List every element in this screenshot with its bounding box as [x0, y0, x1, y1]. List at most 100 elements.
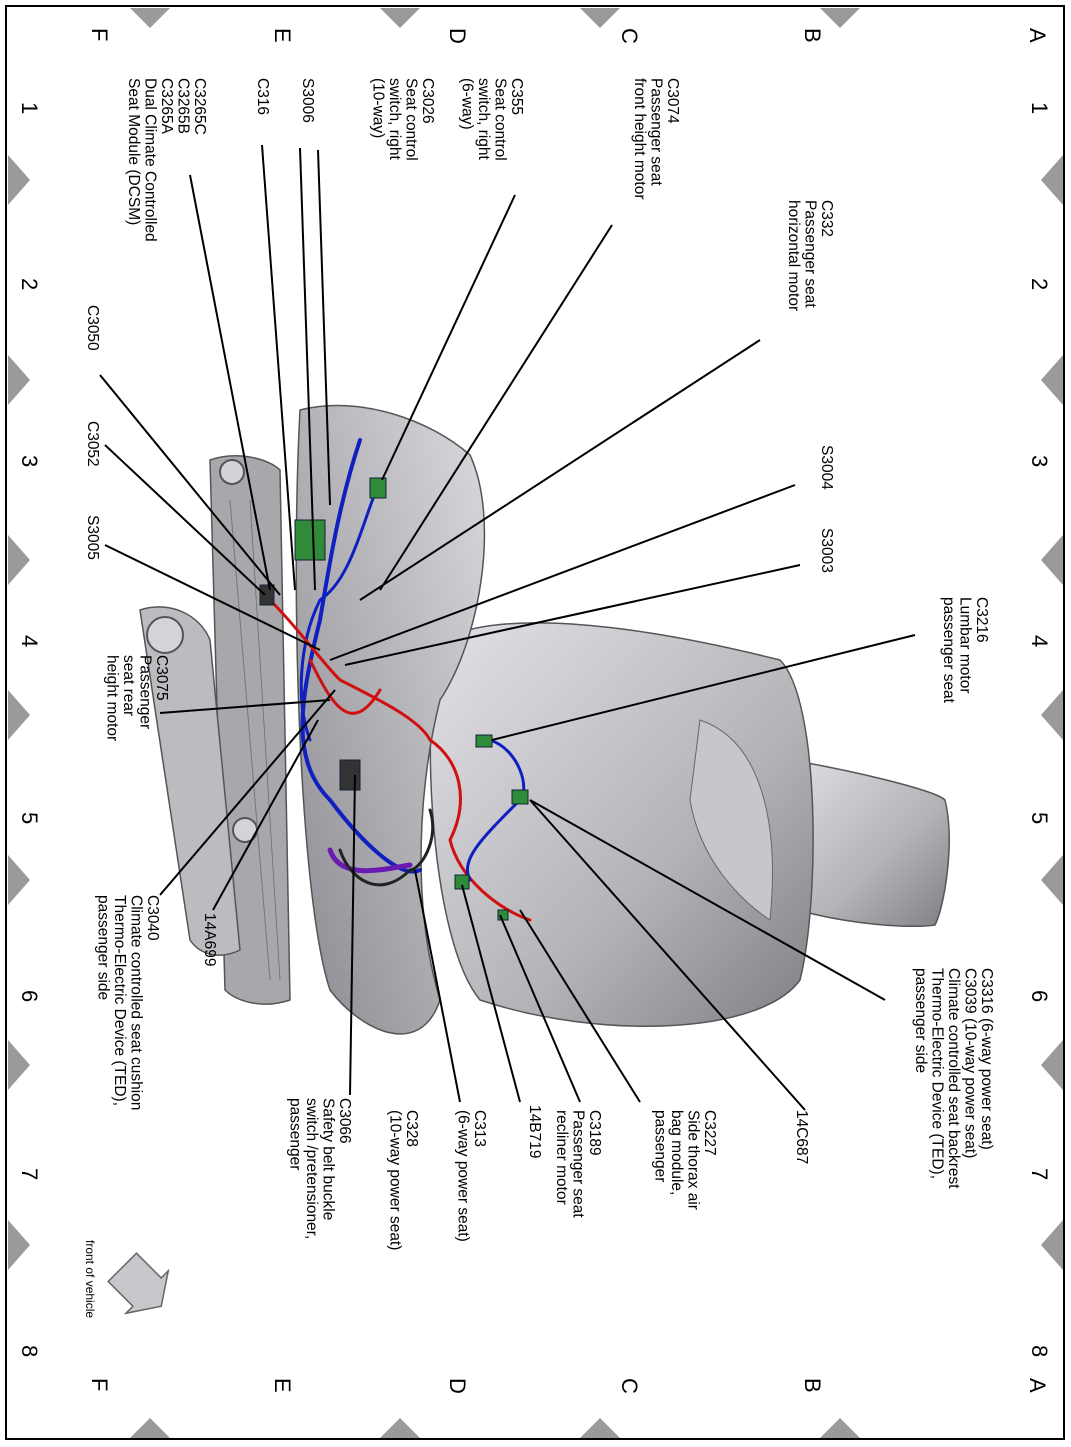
grid-number: 5	[17, 812, 42, 824]
callout-c3074: C3074Passenger seatfront height motor	[631, 78, 681, 199]
callout-line: C3039 (10-way power seat)	[962, 968, 979, 1158]
callout-line: C3075	[153, 655, 170, 701]
callout-line: C3265B	[175, 78, 192, 134]
grid-letter: E	[270, 28, 295, 43]
callout-c355: C355Seat controlswitch, right(6-way)	[459, 78, 526, 161]
callout-line: C313	[471, 1110, 488, 1147]
callout-c328: C328(10-way power seat)	[387, 1110, 421, 1250]
callout-line: C355	[508, 78, 525, 115]
grid-letter: C	[617, 28, 642, 44]
callout-line: C332	[818, 200, 835, 237]
callout-line: C316	[254, 78, 271, 115]
callout-line: Seat control	[403, 78, 420, 161]
callout-c332: C332Passenger seathorizontal motor	[785, 200, 835, 311]
callout-line: S3006	[299, 78, 316, 123]
seat-backrest	[429, 622, 814, 1027]
callout-line: Passenger seat	[570, 1110, 587, 1218]
callout-c3216: C3216Lumbar motorpassenger seat	[940, 597, 990, 704]
callout-line: C3074	[664, 78, 681, 124]
callout-line: C3189	[586, 1110, 603, 1156]
callout-line: passenger seat	[940, 597, 957, 704]
grid-number: 8	[17, 1345, 42, 1357]
callout-c313: C313(6-way power seat)	[455, 1110, 489, 1242]
callout-line: passenger	[287, 1098, 304, 1170]
grid-number: 7	[1027, 1168, 1052, 1180]
callout-c3075: C3075Passengerseat rearheight motor	[104, 655, 171, 741]
grid-number: 2	[17, 278, 42, 290]
callout-c3040: C3040Climate controlled seat cushionTher…	[95, 895, 162, 1110]
grid-letter: F	[87, 1378, 112, 1391]
callout-line: Lumbar motor	[957, 597, 974, 693]
callout-line: Passenger	[137, 655, 154, 729]
grid-letter: E	[270, 1378, 295, 1393]
callout-c3066: C3066Safety belt buckleswitch /pretensio…	[287, 1098, 354, 1239]
grid-row-labels-bottom: A B C D E F	[87, 1378, 1050, 1394]
grid-number: 3	[1027, 455, 1052, 467]
callout-line: C3316 (6-way power seat)	[978, 968, 995, 1150]
callout-14a699: 14A699	[201, 913, 218, 966]
front-of-vehicle-label: front of vehicle	[83, 1240, 97, 1318]
callout-line: C3227	[701, 1110, 718, 1156]
callout-dcsm: C3265CC3265BC3265ADual Climate Controlle…	[125, 78, 208, 242]
wire-purple	[327, 847, 413, 874]
grid-letter: A	[1025, 28, 1050, 43]
callout-line: C3265C	[191, 78, 208, 135]
callout-line: (6-way power seat)	[455, 1110, 472, 1242]
callout-c316: C316	[254, 78, 271, 115]
callout-line: Thermo-Electric Device (TED),	[111, 895, 128, 1106]
callout-line: C3265A	[158, 78, 175, 135]
callout-line: switch, right	[475, 78, 492, 161]
callout-line: Seat Module (DCSM)	[125, 78, 142, 225]
callout-line: bag module,	[668, 1110, 685, 1195]
callout-line: C3052	[84, 421, 101, 467]
callout-line: passenger side	[912, 968, 929, 1073]
callout-14c687: 14C687	[793, 1110, 810, 1164]
callout-s3003: S3003	[818, 528, 835, 573]
callout-line: C3050	[84, 305, 101, 351]
callout-line: front height motor	[631, 78, 648, 199]
connector-dcsm	[259, 584, 275, 606]
callout-line: passenger side	[95, 895, 112, 1000]
callout-line: height motor	[104, 655, 121, 741]
callout-line: Side thorax air	[685, 1110, 702, 1210]
callout-s3005: S3005	[84, 515, 101, 560]
grid-number: 2	[1027, 278, 1052, 290]
callout-line: (6-way)	[459, 78, 476, 130]
callout-line: C3066	[336, 1098, 353, 1144]
connector-c3066	[339, 759, 361, 791]
callout-line: S3004	[818, 445, 835, 490]
callout-line: Passenger seat	[802, 200, 819, 308]
wire-red	[308, 658, 382, 715]
callout-line: Passenger seat	[648, 78, 665, 186]
grid-letter: D	[445, 1378, 470, 1394]
leader-lines	[99, 144, 916, 1111]
grid-number: 1	[1027, 102, 1052, 114]
callout-line: switch /pretensioner,	[303, 1098, 320, 1239]
callout-line: 14C687	[793, 1110, 810, 1164]
callout-line: horizontal motor	[785, 200, 802, 311]
connector-c313	[454, 874, 470, 890]
front-of-vehicle-arrow-icon	[107, 1252, 170, 1315]
callout-line: S3003	[818, 528, 835, 573]
grid-letter: D	[445, 28, 470, 44]
grid-number: 1	[17, 102, 42, 114]
callout-14b719: 14B719	[526, 1105, 543, 1158]
callout-c3050: C3050	[84, 305, 101, 351]
connector-c3074	[369, 477, 387, 499]
wiring-harness	[268, 438, 532, 922]
wire-black	[338, 808, 435, 887]
callout-line: switch, right	[386, 78, 403, 161]
grid-column-labels-left: 1 2 3 4 5 6 7 8	[17, 102, 42, 1357]
grid-number: 4	[1027, 635, 1052, 647]
callout-line: 14B719	[526, 1105, 543, 1158]
grid-number: 5	[1027, 812, 1052, 824]
callout-s3004: S3004	[818, 445, 835, 490]
callout-line: C3040	[144, 895, 161, 941]
grid-number: 6	[1027, 990, 1052, 1002]
grid-number: 4	[17, 635, 42, 647]
callout-line: (10-way)	[370, 78, 387, 138]
callout-line: (10-way power seat)	[387, 1110, 404, 1250]
grid-letter: A	[1025, 1378, 1050, 1393]
connector-c3189	[497, 909, 509, 921]
